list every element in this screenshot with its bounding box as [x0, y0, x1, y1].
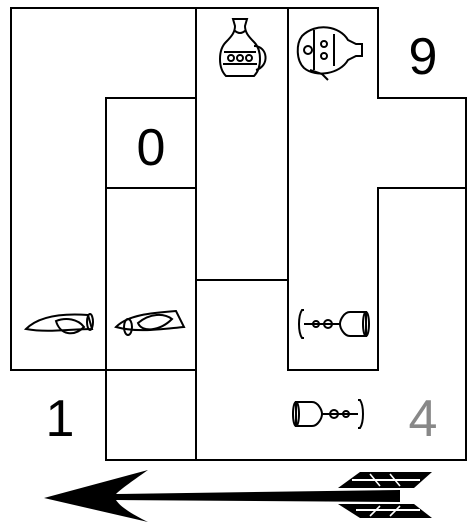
arrow-left-icon — [44, 470, 432, 522]
number-top-right: 9 — [409, 28, 438, 86]
drinking-horn-icon — [26, 314, 93, 333]
number-bottom-right: 4 — [409, 390, 438, 448]
number-bottom-left: 1 — [46, 390, 75, 448]
number-middle-left: 0 — [137, 119, 166, 177]
vase-icon — [298, 27, 362, 80]
drinking-horn-icon — [116, 311, 184, 335]
goblet-icon — [299, 310, 369, 338]
goblet-icon — [293, 400, 363, 428]
jug-icon — [220, 19, 266, 76]
